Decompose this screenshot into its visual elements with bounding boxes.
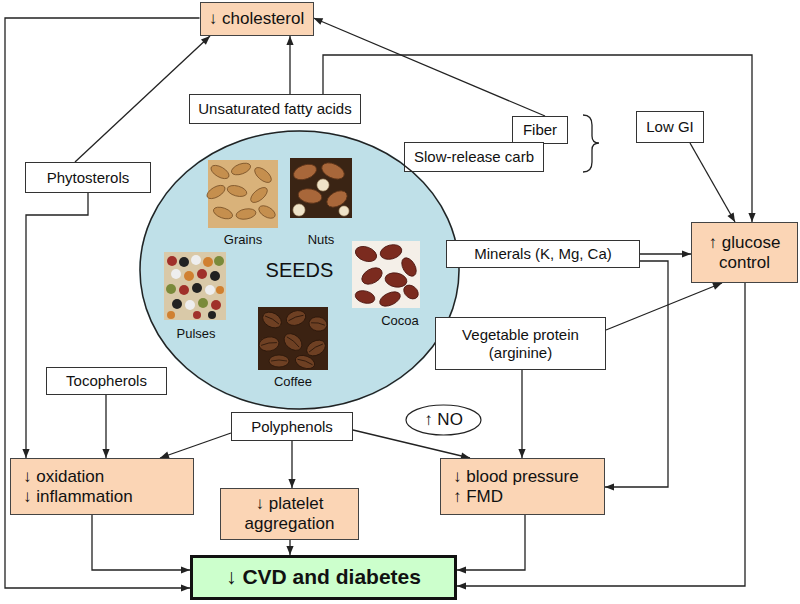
node-text: ↑ NO (424, 410, 463, 430)
connector-arrow (605, 261, 668, 487)
connector-arrow (323, 55, 752, 222)
node-text: SEEDS (266, 259, 334, 282)
photo-caption: Nuts (308, 233, 335, 247)
node-text: Low GI (646, 118, 694, 135)
node-text: Minerals (K, Mg, Ca) (474, 245, 612, 262)
effect-box: ↓ oxidation↓ inflammation (10, 458, 194, 515)
node-text: Vegetable protein (arginine) (442, 326, 599, 361)
effect-box: ↑ glucose control (691, 222, 798, 283)
nutrient-box: Vegetable protein (arginine) (435, 317, 606, 370)
outline (406, 405, 481, 435)
grouping-brace (583, 115, 599, 172)
mediator-ellipse: ↑ NO (405, 404, 482, 436)
pulses-photo (164, 252, 226, 320)
connector-arrow (105, 395, 106, 458)
connector-arrow (640, 253, 691, 254)
photo-caption: Grains (224, 233, 262, 247)
photo-caption: Pulses (176, 327, 215, 341)
nutrient-box: Fiber (512, 116, 568, 144)
node-text: Polyphenols (251, 418, 333, 435)
connector-arrow (92, 515, 190, 570)
nutrient-box: Minerals (K, Mg, Ca) (446, 240, 640, 268)
node-text: Tocopherols (66, 372, 147, 389)
effect-box: ↓ platelet aggregation (220, 488, 359, 540)
connector-arrow (26, 193, 88, 458)
connector-arrow (160, 433, 231, 458)
node-text: ↓ platelet aggregation (227, 494, 352, 533)
node-text: Slow-release carb (414, 148, 534, 165)
connector-arrow (291, 441, 292, 488)
node-text: Fiber (523, 121, 557, 138)
outcome-box: ↓ CVD and diabetes (190, 555, 457, 600)
nutrient-box: Unsaturated fatty acids (189, 94, 361, 124)
connector-arrow (289, 540, 290, 555)
node-text: ↓ oxidation (23, 467, 104, 487)
outline (140, 131, 459, 409)
nutrient-box: Tocopherols (46, 367, 167, 395)
connector-arrow (690, 143, 735, 222)
cocoa-photo (352, 241, 421, 309)
node-text: ↑ FMD (453, 487, 503, 507)
effect-box: ↓ blood pressure↑ FMD (440, 458, 605, 515)
connector-arrow (606, 283, 722, 330)
nuts-photo (290, 158, 352, 218)
seeds-circle: SEEDS (139, 130, 460, 410)
property-box: Low GI (636, 111, 704, 143)
effect-box: ↓ cholesterol (200, 2, 314, 36)
node-text: ↓ CVD and diabetes (226, 565, 421, 589)
nutrient-box: Phytosterols (25, 162, 151, 193)
node-text: ↑ glucose control (698, 233, 791, 272)
node-text: ↓ cholesterol (209, 9, 304, 29)
nutrient-box: Slow-release carb (404, 142, 544, 172)
connector-arrow (521, 370, 522, 458)
seeds-ground (139, 130, 460, 410)
connector-arrow (289, 36, 290, 94)
node-text: Phytosterols (47, 169, 130, 186)
node-text: Unsaturated fatty acids (198, 100, 351, 117)
coffee-photo (258, 307, 328, 371)
grains-photo (205, 160, 278, 228)
node-text: ↓ inflammation (23, 487, 133, 507)
node-text: ↓ blood pressure (453, 467, 579, 487)
photo-caption: Coffee (274, 375, 312, 389)
photo-caption: Cocoa (381, 314, 419, 328)
nutrient-box: Polyphenols (231, 412, 353, 441)
connector-arrow (457, 515, 525, 570)
connector-arrow (5, 18, 200, 588)
